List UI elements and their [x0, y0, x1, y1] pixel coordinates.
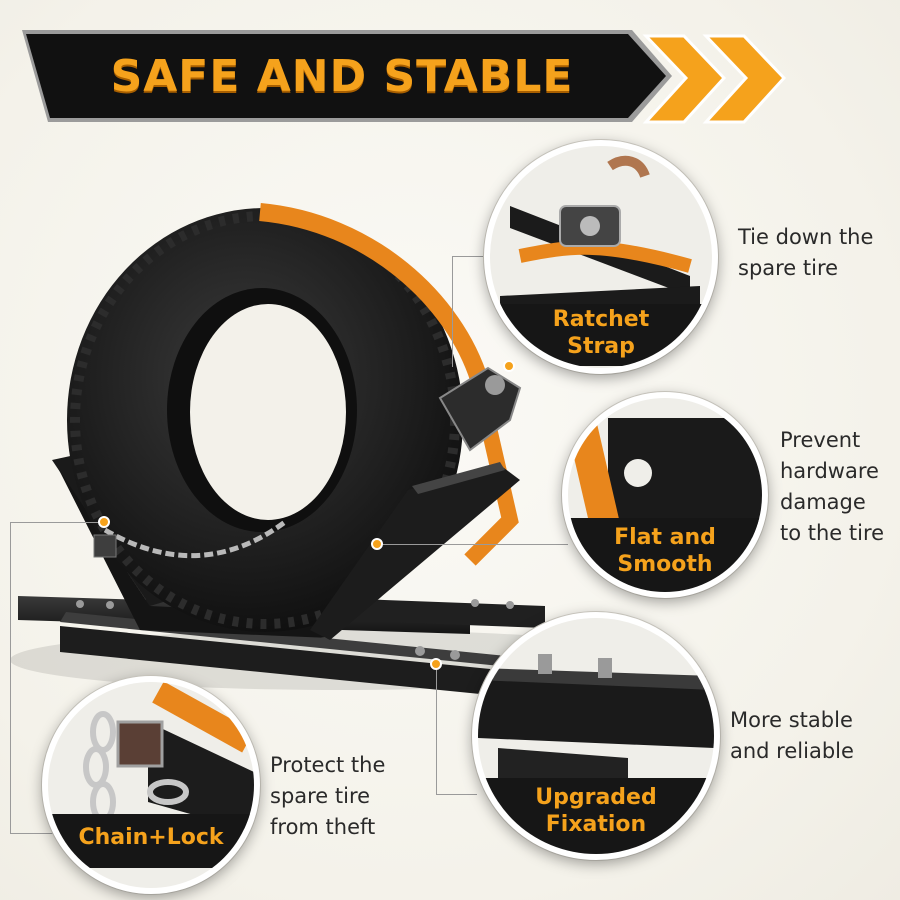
flat-desc-line-4: to the tire: [780, 521, 885, 545]
ratchet-label-line-1: Ratchet: [552, 307, 650, 332]
ratchet-desc-line-2: spare tire: [738, 256, 839, 280]
chain-desc-line-3: from theft: [270, 815, 376, 839]
chain-lock-callout: Chain+Lock: [42, 676, 260, 894]
chain-lock-label: Chain+Lock: [48, 814, 254, 868]
upgraded-fixation-callout: Upgraded Fixation: [472, 612, 720, 860]
fixation-marker-dot: [430, 658, 442, 670]
chain-marker-dot: [98, 516, 110, 528]
ratchet-label-line-2: Strap: [567, 334, 635, 359]
fixation-label-line-1: Upgraded: [535, 785, 657, 810]
upgraded-fixation-label: Upgraded Fixation: [478, 778, 714, 854]
ratchet-strap-description: Tie down the spare tire: [738, 222, 873, 284]
chain-desc-line-2: spare tire: [270, 784, 371, 808]
chain-desc-line-1: Protect the: [270, 753, 386, 777]
flat-leader-line: [378, 544, 568, 546]
chain-lock-description: Protect the spare tire from theft: [270, 750, 385, 843]
chain-label-line-1: Chain+Lock: [78, 825, 224, 850]
banner-background: [22, 30, 672, 122]
flat-desc-line-1: Prevent: [780, 428, 861, 452]
fixation-label-line-2: Fixation: [545, 812, 647, 837]
chevron-stripes-icon: [642, 34, 787, 124]
flat-smooth-description: Prevent hardware damage to the tire: [780, 425, 884, 549]
ratchet-strap-callout: Ratchet Strap: [484, 140, 718, 374]
flat-desc-line-3: damage: [780, 490, 866, 514]
fixation-desc-line-1: More stable: [730, 708, 853, 732]
flat-smooth-callout: Flat and Smooth: [562, 392, 768, 598]
flat-smooth-label: Flat and Smooth: [568, 518, 762, 592]
title-banner: SAFE AND STABLE: [22, 30, 672, 122]
fixation-leader-line: [436, 664, 477, 795]
flat-marker-dot: [371, 538, 383, 550]
banner-title: SAFE AND STABLE: [110, 51, 574, 102]
upgraded-fixation-description: More stable and reliable: [730, 705, 854, 767]
flat-label-line-1: Flat and: [614, 525, 716, 550]
ratchet-strap-label: Ratchet Strap: [490, 304, 712, 366]
flat-desc-line-2: hardware: [780, 459, 879, 483]
ratchet-desc-line-1: Tie down the: [738, 225, 874, 249]
fixation-desc-line-2: and reliable: [730, 739, 854, 763]
flat-label-line-2: Smooth: [617, 552, 713, 577]
